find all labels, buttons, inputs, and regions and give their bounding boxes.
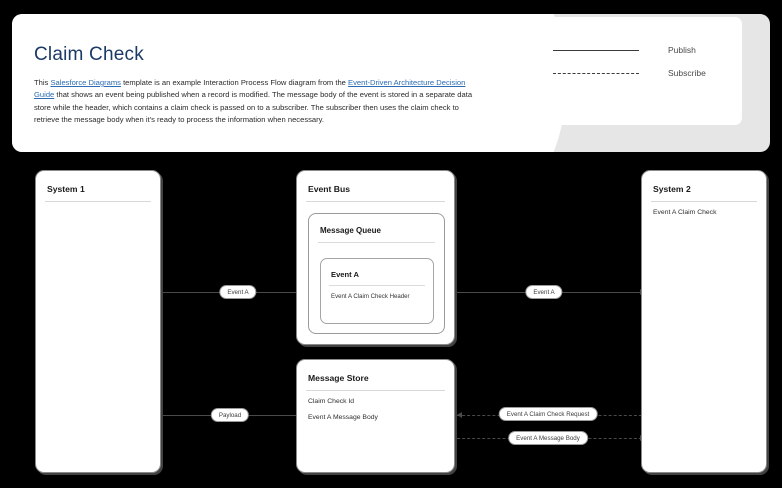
panel-event-a[interactable]: Event A Event A Claim Check Header [320, 258, 434, 324]
description-text-0: This [34, 78, 51, 87]
page-description: This Salesforce Diagrams template is an … [34, 77, 474, 126]
panel-message-store-item-1: Event A Message Body [308, 413, 378, 421]
description-link-1[interactable]: Salesforce Diagrams [50, 78, 121, 87]
description-link-3[interactable]: Event-Driven Architecture Decision Guide [34, 78, 466, 100]
connector-label-message-body: Event A Message Body [508, 431, 588, 445]
panel-message-queue[interactable]: Message Queue Event A Event A Claim Chec… [308, 213, 445, 334]
panel-event-bus[interactable]: Event Bus Message Queue Event A Event A … [296, 170, 455, 345]
legend-label-publish: Publish [668, 45, 696, 55]
dashed-line-icon [553, 72, 639, 74]
connector-label-claimcheck-request: Event A Claim Check Request [498, 407, 598, 421]
panel-message-queue-rule [318, 242, 435, 243]
panel-message-queue-title: Message Queue [320, 226, 381, 235]
legend-row-publish: Publish [530, 45, 742, 55]
panel-system-1-rule [45, 201, 151, 202]
panel-system-2[interactable]: System 2 Event A Claim Check [641, 170, 767, 473]
panel-system-1-title: System 1 [47, 184, 85, 194]
description-text-4: that shows an event being published when… [34, 90, 473, 124]
panel-system-2-item-0: Event A Claim Check [653, 209, 717, 216]
panel-message-store[interactable]: Message Store Claim Check Id Event A Mes… [296, 359, 455, 473]
legend-row-subscribe: Subscribe [530, 68, 742, 78]
panel-event-a-item: Event A Claim Check Header [331, 293, 410, 300]
connector-label-payload: Payload [210, 408, 250, 422]
panel-message-store-item-0: Claim Check Id [308, 398, 355, 405]
panel-message-store-title: Message Store [308, 373, 369, 383]
legend-swatch-solid [552, 49, 640, 51]
panel-event-a-title: Event A [331, 270, 359, 279]
panel-event-a-rule [329, 285, 425, 286]
panel-event-bus-rule [306, 201, 445, 202]
header-white-panel [12, 14, 566, 152]
panel-message-store-rule [306, 390, 445, 391]
panel-system-1[interactable]: System 1 [35, 170, 161, 473]
description-text-2: template is an example Interaction Proce… [120, 78, 349, 87]
connector-arrow-claimcheck-request [457, 412, 462, 418]
header-content: Claim Check This Salesforce Diagrams tem… [34, 44, 474, 126]
panel-system-2-rule [651, 201, 757, 202]
legend-swatch-dashed [552, 72, 640, 74]
legend-rows: Publish Subscribe [530, 45, 742, 78]
legend-label-subscribe: Subscribe [668, 68, 706, 78]
panel-event-bus-title: Event Bus [308, 184, 351, 194]
solid-line-icon [553, 49, 639, 51]
panel-system-2-title: System 2 [653, 184, 691, 194]
connector-label-event-a-1: Event A [219, 285, 257, 299]
connector-label-event-a-2: Event A [525, 285, 563, 299]
legend-card: Publish Subscribe [530, 17, 742, 125]
page-title: Claim Check [34, 44, 144, 65]
